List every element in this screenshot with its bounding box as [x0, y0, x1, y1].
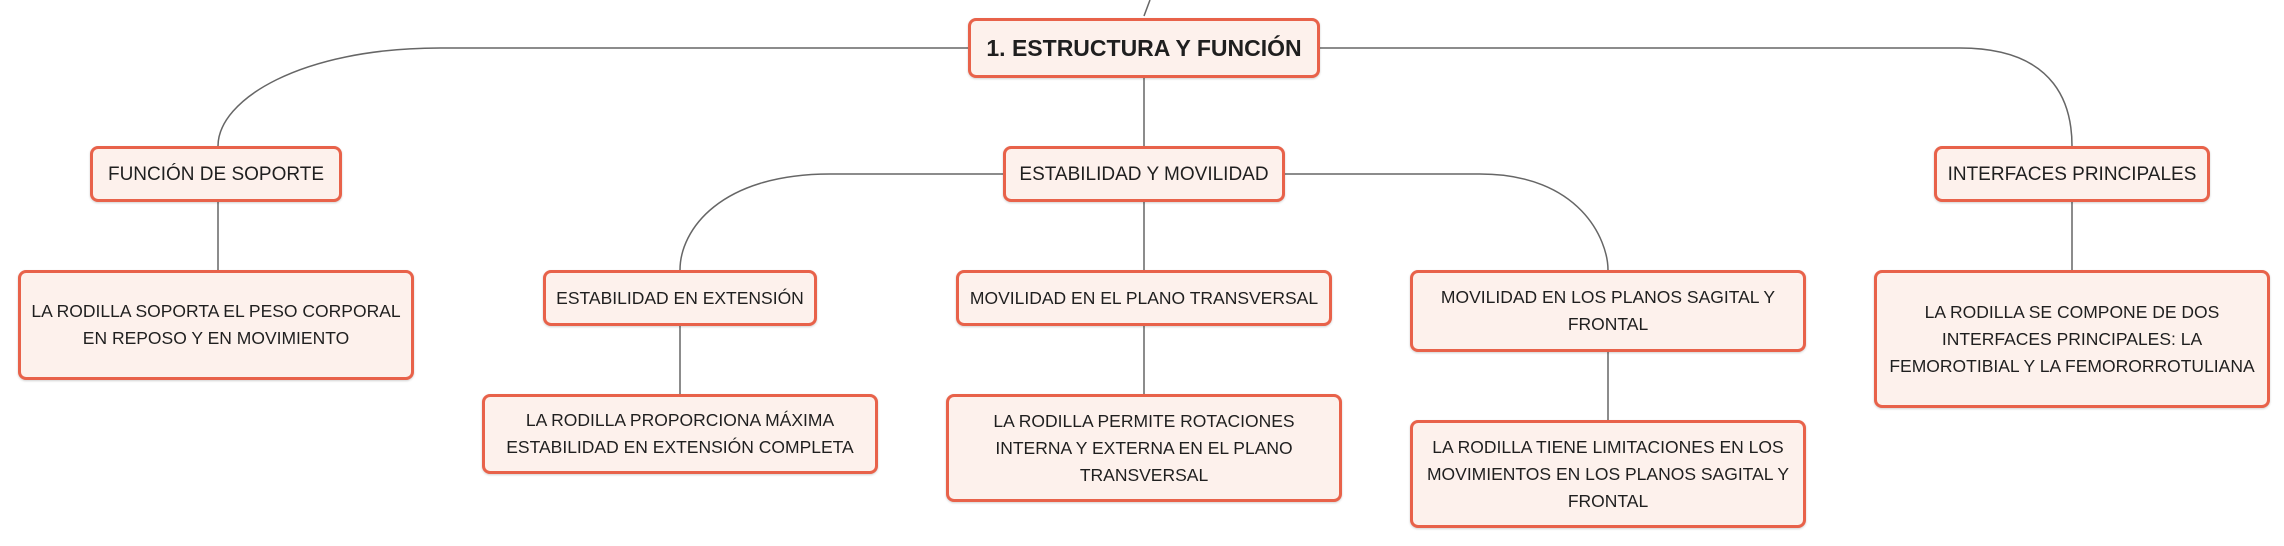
detail-interfaces-principales[interactable]: LA RODILLA SE COMPONE DE DOS INTERFACES …: [1874, 270, 2270, 408]
topic-movilidad-plano-transversal[interactable]: MOVILIDAD EN EL PLANO TRANSVERSAL: [956, 270, 1332, 326]
detail-text: LA RODILLA TIENE LIMITACIONES EN LOS MOV…: [1426, 436, 1790, 511]
detail-movilidad-plano-transversal[interactable]: LA RODILLA PERMITE ROTACIONES INTERNA Y …: [946, 394, 1342, 502]
root-topic[interactable]: 1. ESTRUCTURA Y FUNCIÓN: [968, 18, 1320, 78]
topic-label: MOVILIDAD EN EL PLANO TRANSVERSAL: [969, 287, 1319, 308]
detail-text: LA RODILLA PERMITE ROTACIONES INTERNA Y …: [993, 410, 1295, 485]
topic-movilidad-planos-sagital-frontal[interactable]: MOVILIDAD EN LOS PLANOS SAGITAL Y FRONTA…: [1410, 270, 1806, 352]
detail-movilidad-planos-sagital-frontal[interactable]: LA RODILLA TIENE LIMITACIONES EN LOS MOV…: [1410, 420, 1806, 528]
topic-estabilidad-y-movilidad[interactable]: ESTABILIDAD Y MOVILIDAD: [1003, 146, 1285, 202]
detail-text: LA RODILLA PROPORCIONA MÁXIMA ESTABILIDA…: [506, 410, 854, 457]
root-topic-label: 1. ESTRUCTURA Y FUNCIÓN: [986, 34, 1302, 61]
detail-funcion-de-soporte[interactable]: LA RODILLA SOPORTA EL PESO CORPORAL EN R…: [18, 270, 414, 380]
topic-label: INTERFACES PRINCIPALES: [1947, 163, 2197, 185]
connector-root-interfaces: [1320, 47, 2073, 147]
detail-text: LA RODILLA SE COMPONE DE DOS INTERFACES …: [1889, 301, 2255, 376]
topic-label: FUNCIÓN DE SOPORTE: [107, 163, 325, 185]
topic-interfaces-principales[interactable]: INTERFACES PRINCIPALES: [1934, 146, 2210, 202]
topic-label: ESTABILIDAD Y MOVILIDAD: [1019, 163, 1269, 185]
topic-label: MOVILIDAD EN LOS PLANOS SAGITAL Y FRONTA…: [1440, 287, 1776, 334]
connector-root-soporte: [217, 47, 968, 147]
topic-estabilidad-en-extension[interactable]: ESTABILIDAD EN EXTENSIÓN: [543, 270, 817, 326]
detail-estabilidad-en-extension[interactable]: LA RODILLA PROPORCIONA MÁXIMA ESTABILIDA…: [482, 394, 878, 474]
detail-text: LA RODILLA SOPORTA EL PESO CORPORAL EN R…: [31, 301, 401, 348]
topic-label: ESTABILIDAD EN EXTENSIÓN: [556, 287, 804, 308]
topic-funcion-de-soporte[interactable]: FUNCIÓN DE SOPORTE: [90, 146, 342, 202]
connector-estab-sagital: [1285, 173, 1609, 271]
connector-parent-root: [1143, 0, 1151, 17]
connector-estab-extension: [679, 173, 1003, 271]
